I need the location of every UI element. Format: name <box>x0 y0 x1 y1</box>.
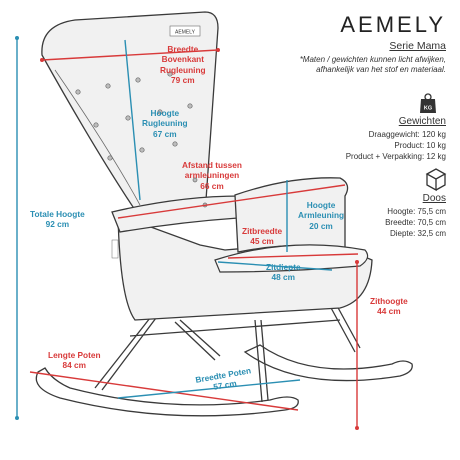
weights-heading: Gewichten <box>398 116 446 127</box>
rocker-right <box>243 344 413 382</box>
dim-line-lengte-poten <box>29 371 299 411</box>
chair-backrest <box>41 11 219 211</box>
dim-line-breedte-poten <box>117 379 301 399</box>
box-icon <box>425 168 447 192</box>
box-heading: Doos <box>422 193 446 204</box>
rocker-left <box>35 367 299 417</box>
dim-line-breedte-bovenkant <box>41 49 219 61</box>
chair-legs <box>94 303 361 403</box>
brand-logo: AEMELY <box>340 12 446 37</box>
dim-line-hoogte-rugleuning <box>124 39 141 201</box>
box-row: Breedte: 70,5 cm <box>385 218 446 227</box>
dim-line-zitdiepte <box>217 261 333 271</box>
backrest-brand-text: AEMELY <box>175 30 196 36</box>
dim-line-zitbreedte <box>227 253 359 259</box>
side-tag <box>111 239 119 259</box>
backrest-brand-tag <box>169 25 201 37</box>
box-row: Hoogte: 75,5 cm <box>387 207 446 216</box>
weights-row: Product: 10 kg <box>394 141 446 150</box>
weight-kg-icon: KG <box>420 93 436 113</box>
box-row: Diepte: 32,5 cm <box>389 229 446 238</box>
weights-row: Product + Verpakking: 12 kg <box>345 152 446 161</box>
dim-line-afstand-armleuningen <box>117 184 346 219</box>
weights-row: Draaggewicht: 120 kg <box>368 130 446 139</box>
series-name: Serie Mama <box>389 40 446 52</box>
dimensions-note: *Maten / gewichten kunnen licht afwijken… <box>299 55 446 74</box>
svg-text:KG: KG <box>424 106 432 112</box>
chair-seat-cushion <box>214 244 369 273</box>
